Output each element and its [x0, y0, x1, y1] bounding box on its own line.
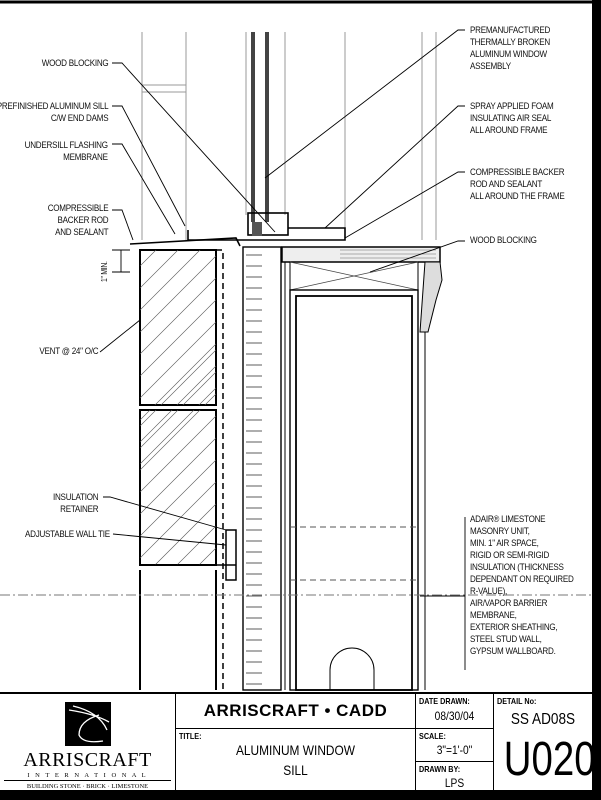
title-line2: SILL — [283, 762, 308, 778]
scale-label: SCALE: — [419, 731, 446, 741]
hatch-line — [140, 299, 216, 377]
header-cell: ARRISCRAFT • CADD — [175, 694, 415, 729]
wall-note-line: EXTERIOR SHEATHING, — [470, 622, 558, 633]
date-value: 08/30/04 — [434, 709, 475, 723]
wall-note-line: DEPENDANT ON REQUIRED — [470, 574, 574, 585]
callout-wood-blocking-right: WOOD BLOCKING — [470, 235, 537, 247]
hatch-line — [140, 277, 216, 355]
callout-vent: VENT @ 24" O/C — [39, 346, 98, 358]
wall-note-line: MASONRY UNIT, — [470, 526, 530, 537]
title-label: TITLE: — [179, 731, 202, 741]
callout-text: ALL AROUND THE FRAME — [470, 191, 565, 202]
callout-text: VENT @ 24" O/C — [39, 346, 98, 357]
logo-tagline: BUILDING STONE · BRICK · LIMESTONE — [26, 783, 149, 790]
title-block: ARRISCRAFT I N T E R N A T I O N A L BUI… — [0, 692, 596, 792]
detail-label: DETAIL No: — [497, 696, 537, 706]
hatch-line — [140, 349, 216, 427]
detail-number: U020 — [503, 733, 596, 786]
callout-text: UNDERSILL FLASHING — [24, 140, 108, 151]
callout-wall-tie: ADJUSTABLE WALL TIE — [25, 529, 110, 541]
drawn-by-label: DRAWN BY: — [419, 764, 461, 774]
hatch-line — [140, 503, 216, 565]
callout-text: INSULATION — [52, 492, 99, 503]
dimension-label: 1" MIN. — [100, 261, 110, 282]
callout-text: C/W END DAMS — [50, 113, 108, 124]
callout-wood-blocking: WOOD BLOCKING — [41, 58, 108, 70]
detail-code: SS AD08S — [510, 711, 576, 728]
hatch-line — [140, 250, 216, 267]
hatch-line — [140, 321, 216, 399]
callout-text: ALUMINUM WINDOW — [470, 49, 547, 60]
logo-sub: I N T E R N A T I O N A L — [4, 772, 171, 781]
cadd-header: ARRISCRAFT • CADD — [203, 701, 388, 720]
callout-text: PREFINISHED ALUMINUM SILL — [0, 101, 108, 112]
title-cell: TITLE: ALUMINUM WINDOW SILL — [175, 729, 415, 792]
hatch-line — [140, 250, 216, 289]
hatch-line — [140, 437, 216, 515]
wall-note-line: ADAIR® LIMESTONE — [470, 514, 546, 525]
callout-text: ROD AND SEALANT — [470, 179, 543, 190]
hatch-line — [140, 387, 216, 465]
date-cell: DATE DRAWN: 08/30/04 — [415, 694, 493, 729]
date-label: DATE DRAWN: — [419, 696, 470, 706]
hatch-line — [140, 255, 216, 333]
callout-text: SPRAY APPLIED FOAM — [470, 101, 554, 112]
scale-value: 3"=1'-0" — [436, 743, 473, 757]
hatch-line — [140, 250, 216, 311]
hatch-line — [140, 371, 216, 449]
logo-name: ARRISCRAFT — [23, 749, 152, 771]
callout-text: INSULATING AIR SEAL — [470, 113, 552, 124]
callout-text: COMPRESSIBLE BACKER — [470, 167, 565, 178]
hatch-line — [140, 547, 216, 565]
callout-text: BACKER ROD — [57, 215, 108, 226]
wall-note-line: MIN. 1" AIR SPACE, — [470, 538, 539, 549]
wall-note-line: RIGID OR SEMI-RIGID — [470, 550, 550, 561]
wall-note-line: R-VALUE), — [470, 586, 508, 597]
callout-text: ADJUSTABLE WALL TIE — [25, 529, 110, 540]
wall-note-line: STEEL STUD WALL, — [470, 634, 542, 645]
drawn-by-value: LPS — [444, 776, 465, 790]
callout-text: MEMBRANE — [63, 152, 108, 163]
callout-text: AND SEALANT — [54, 227, 109, 238]
drawn-by-cell: DRAWN BY: LPS — [415, 762, 493, 792]
wall-note-line: MEMBRANE, — [470, 610, 517, 621]
hatch-line — [140, 365, 216, 443]
callout-text: ALL AROUND FRAME — [470, 125, 548, 136]
detail-cell: DETAIL No: SS AD08S U020 — [493, 694, 596, 792]
callout-text: WOOD BLOCKING — [470, 235, 537, 246]
hatch-line — [140, 481, 216, 559]
hatch-line — [140, 415, 216, 493]
callout-text: ASSEMBLY — [470, 61, 511, 72]
hatch-line — [140, 459, 216, 537]
callout-text: COMPRESSIBLE — [47, 203, 108, 214]
callout-text: PREMANUFACTURED — [470, 25, 551, 36]
wall-note-line: GYPSUM WALLBOARD. — [470, 646, 556, 657]
callout-text: RETAINER — [59, 504, 98, 515]
arriscraft-logo-icon — [65, 702, 111, 746]
callout-text: WOOD BLOCKING — [41, 58, 108, 69]
callout-text: THERMALLY BROKEN — [470, 37, 550, 48]
wall-note-line: AIR/VAPOR BARRIER — [470, 598, 548, 609]
wall-note-line: INSULATION (THICKNESS — [470, 562, 564, 573]
scale-cell: SCALE: 3"=1'-0" — [415, 729, 493, 762]
title-line1: ALUMINUM WINDOW — [236, 742, 355, 758]
logo-cell: ARRISCRAFT I N T E R N A T I O N A L BUI… — [0, 694, 175, 792]
dimension-text: 1" MIN. — [100, 261, 109, 282]
hatch-line — [140, 525, 216, 565]
